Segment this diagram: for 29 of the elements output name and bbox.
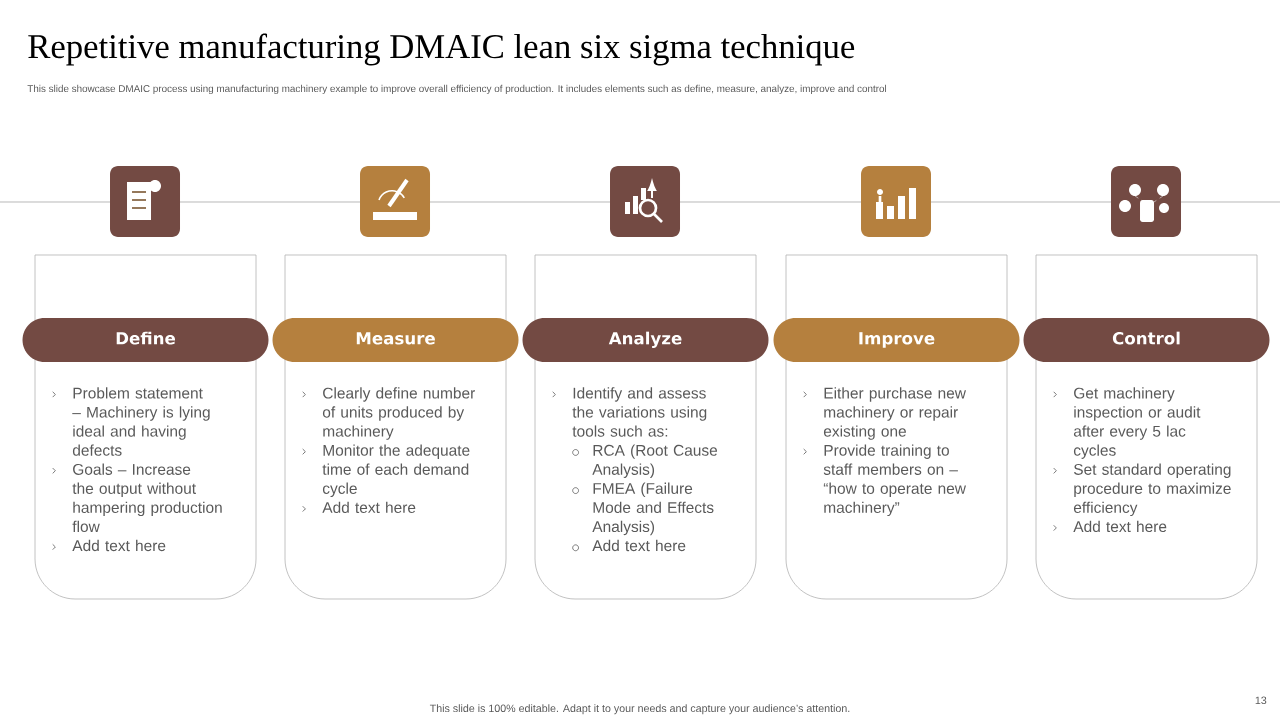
subtitle: This slide showcase DMAIC process using manufacturing machinery example to improve overall efficiency of production. It includes elements such as define, measure, analyze, improve and control <box>27 84 886 95</box>
phase-pill: Analyze <box>522 318 769 362</box>
content-card <box>1035 254 1258 600</box>
content-card <box>534 254 757 600</box>
bullet-item: Get machinery inspection or audit after every 5 lac cycles <box>1053 387 1201 459</box>
footer-note: This slide is 100% editable. Adapt it to your needs and capture your audience’s attention. <box>429 704 850 715</box>
bullet-item: FMEA (Failure Mode and Effects Analysis) <box>572 482 714 536</box>
bullet-item: Either purchase new machinery or repair existing one <box>803 387 966 440</box>
content-card <box>284 254 507 600</box>
bullet-item: Identify and assess the variations using tools such as: <box>552 387 707 437</box>
phase-pill: Control <box>1023 318 1270 362</box>
bullet-item: Add text here <box>1053 520 1167 533</box>
bullet-item: Set standard operating procedure to maximize efficiency <box>1053 463 1231 517</box>
bullet-item: Add text here <box>52 539 166 552</box>
bullet-item: Problem statement – Machinery is lying ideal and having defects <box>52 387 210 456</box>
page-number: 13 <box>1255 696 1267 705</box>
bullet-item: Goals – Increase the output without hampering production flow <box>52 463 222 533</box>
bullet-item: Monitor the adequate time of each demand cycle <box>302 444 470 497</box>
bullet-item: RCA (Root Cause Analysis) <box>572 444 718 478</box>
bullet-item: Clearly define number of units produced by machinery <box>302 387 475 440</box>
title: Repetitive manufacturing DMAIC lean six sigma technique <box>28 33 855 66</box>
bullet-item: Add text here <box>572 539 686 552</box>
bullet-item: Provide training to staff members on – “how to operate new machinery” <box>803 444 966 517</box>
content-card <box>34 254 257 600</box>
phase-pill: Measure <box>272 318 519 362</box>
bullet-item: Add text here <box>302 501 416 513</box>
content-card <box>785 254 1008 600</box>
phase-pill: Improve <box>773 318 1020 362</box>
phase-pill: Define <box>22 318 269 362</box>
